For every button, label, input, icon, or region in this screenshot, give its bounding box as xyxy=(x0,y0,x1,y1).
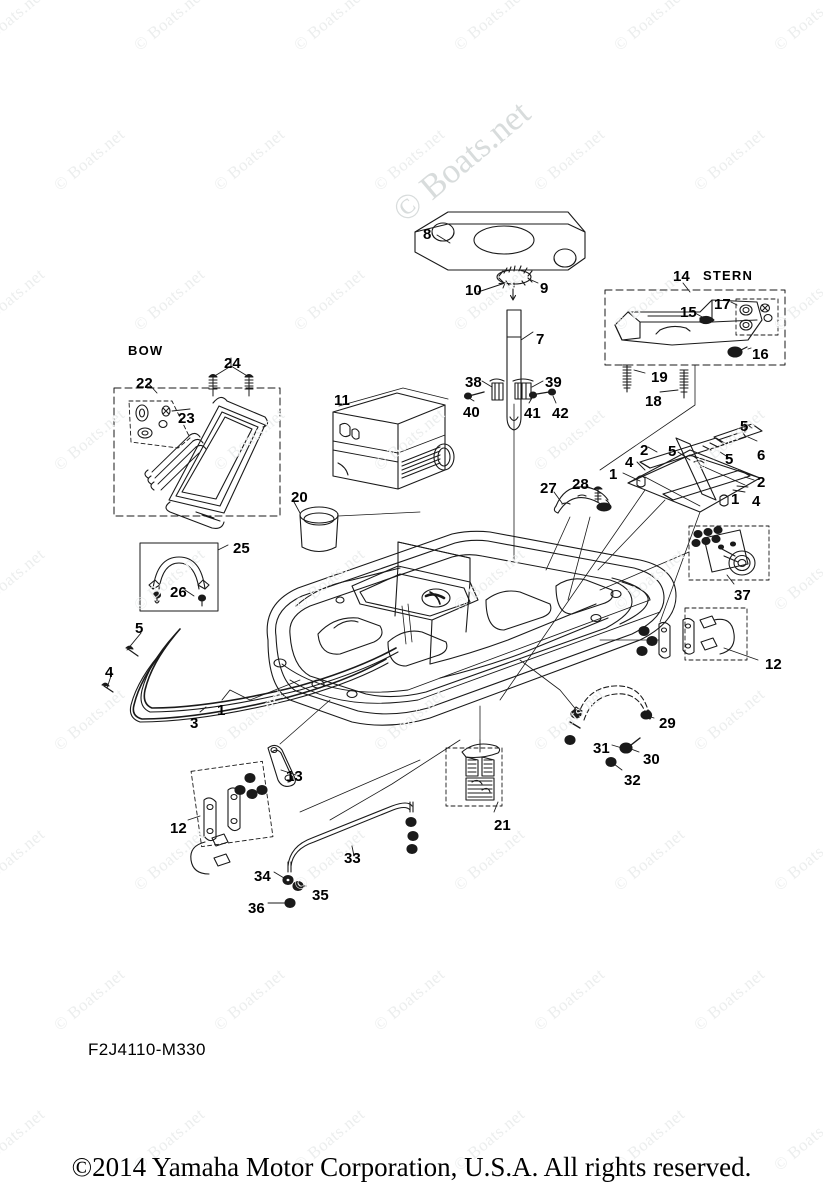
callout-16: 16 xyxy=(752,346,769,363)
callout-21: 21 xyxy=(494,817,511,834)
callout-18: 18 xyxy=(645,393,662,410)
parts-left-rub-rails xyxy=(101,628,399,723)
callout-20: 20 xyxy=(291,489,308,506)
callout-2: 2 xyxy=(640,442,649,459)
part-17-hardware-box xyxy=(735,298,779,336)
callout-22: 22 xyxy=(136,375,153,392)
callout-42: 42 xyxy=(552,405,569,422)
parts-30-31-32-fasteners xyxy=(564,721,641,768)
callout-4: 4 xyxy=(105,664,114,681)
callout-17: 17 xyxy=(714,296,731,313)
callout-25: 25 xyxy=(233,540,250,557)
part-21-transom-assembly xyxy=(445,739,503,807)
callout-1: 1 xyxy=(217,702,226,719)
callout-1: 1 xyxy=(731,491,740,508)
part-40-bolt xyxy=(463,391,485,400)
part-20-cup-holder xyxy=(299,506,339,553)
section-label-bow: BOW xyxy=(128,343,164,358)
callout-10: 10 xyxy=(465,282,482,299)
part-41-42-fasteners xyxy=(528,388,557,399)
parts-rails-group xyxy=(627,423,763,513)
callout-5: 5 xyxy=(668,443,677,460)
part-11-cooler-box xyxy=(332,387,455,490)
callout-9: 9 xyxy=(540,280,549,297)
callout-14: 14 xyxy=(673,268,690,285)
part-28-screw xyxy=(593,486,603,503)
callout-33: 33 xyxy=(344,850,361,867)
section-label-stern: STERN xyxy=(703,268,754,283)
callout-7: 7 xyxy=(536,331,545,348)
part-12-right-kit xyxy=(636,607,748,661)
callout-15: 15 xyxy=(680,304,697,321)
part-8-tow-plate xyxy=(414,211,586,271)
part-9-lock-washer xyxy=(496,265,533,288)
callout-39: 39 xyxy=(545,374,562,391)
callout-23: 23 xyxy=(178,410,195,427)
diagram-code: F2J4110-M330 xyxy=(88,1040,206,1059)
callout-13: 13 xyxy=(286,768,303,785)
part-18-19-screws xyxy=(622,364,689,399)
callout-29: 29 xyxy=(659,715,676,732)
footer-copyright: ©2014 Yamaha Motor Corporation, U.S.A. A… xyxy=(71,1152,752,1182)
part-29-stern-handle xyxy=(570,685,653,721)
callout-34: 34 xyxy=(254,868,271,885)
part-25-26-box xyxy=(139,542,219,612)
callout-11: 11 xyxy=(334,392,350,409)
callout-19: 19 xyxy=(651,369,668,386)
callout-4: 4 xyxy=(752,493,761,510)
part-22-bow-group xyxy=(113,387,281,517)
callout-4: 4 xyxy=(625,454,634,471)
callout-37: 37 xyxy=(734,587,751,604)
callout-3: 3 xyxy=(190,715,199,732)
callout-5: 5 xyxy=(135,620,144,637)
part-13-bracket xyxy=(267,744,296,787)
callout-6: 6 xyxy=(757,447,766,464)
callout-30: 30 xyxy=(643,751,660,768)
callout-5: 5 xyxy=(725,451,734,468)
callout-12: 12 xyxy=(765,656,782,673)
callout-5: 5 xyxy=(740,418,749,435)
callout-1: 1 xyxy=(609,466,618,483)
callout-26: 26 xyxy=(170,584,187,601)
callout-2: 2 xyxy=(757,474,766,491)
callout-35: 35 xyxy=(312,887,329,904)
callout-8: 8 xyxy=(423,226,432,243)
callout-36: 36 xyxy=(248,900,265,917)
callout-27: 27 xyxy=(540,480,557,497)
part-37-speaker xyxy=(688,525,770,581)
part-38-39-clips xyxy=(489,378,534,401)
callout-41: 41 xyxy=(524,405,541,422)
part-33-tow-bar xyxy=(287,801,414,873)
callout-12: 12 xyxy=(170,820,187,837)
callout-24: 24 xyxy=(224,355,241,372)
callout-38: 38 xyxy=(465,374,482,391)
part-16-grommet xyxy=(727,346,748,358)
boat-hull-illustration xyxy=(266,530,677,726)
callout-32: 32 xyxy=(624,772,641,789)
part-12-left-kit xyxy=(190,760,274,875)
callout-31: 31 xyxy=(593,740,610,757)
callout-28: 28 xyxy=(572,476,589,493)
bow-ladder-assembly xyxy=(144,396,269,529)
callout-40: 40 xyxy=(463,404,480,421)
part-23-bow-hardware xyxy=(128,400,191,449)
parts-34-35-36-fasteners xyxy=(282,816,419,909)
